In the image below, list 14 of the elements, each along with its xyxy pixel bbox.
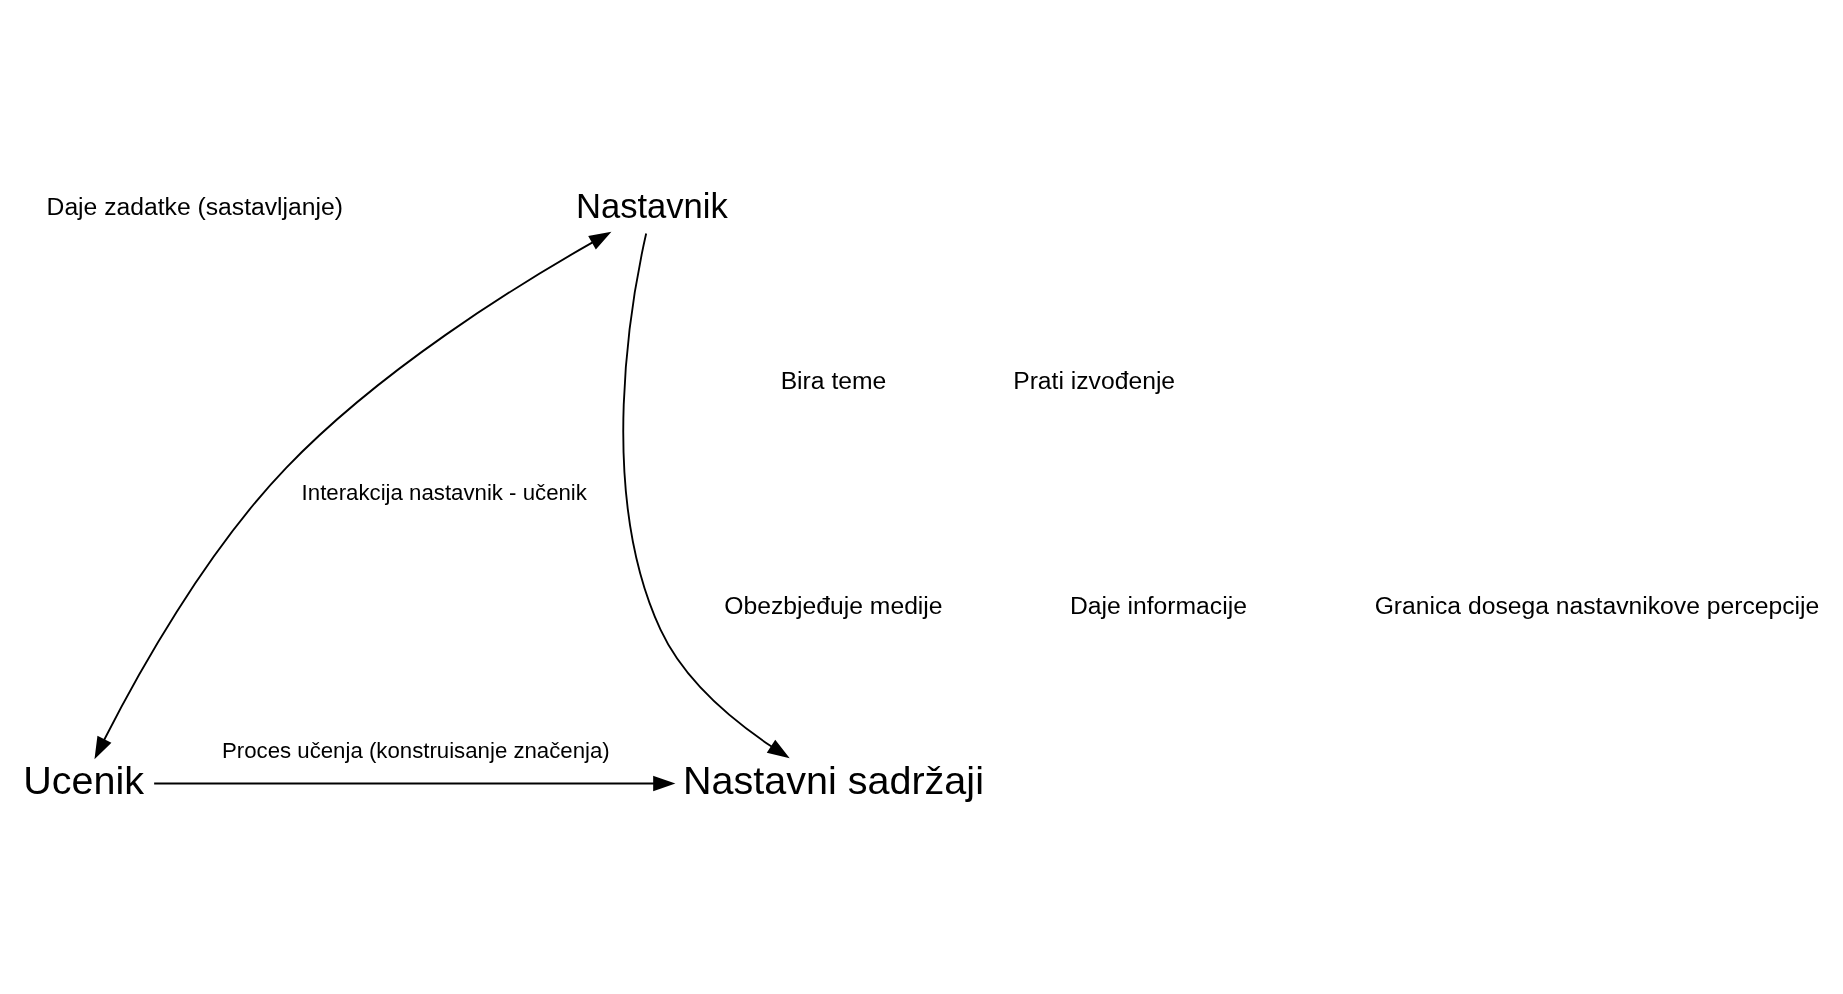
label: Daje informacije xyxy=(1069,591,1247,619)
node-text: Nastavni sadržaji xyxy=(683,757,984,801)
label: Daje zadatke (sastavljanje) xyxy=(46,192,343,220)
label: Bira teme xyxy=(780,366,887,394)
arrow xyxy=(94,231,612,759)
label: Obezbjeđuje medije xyxy=(724,591,943,619)
label: Granica dosega nastavnikove percepcije xyxy=(1374,591,1820,619)
arrow xyxy=(622,232,790,758)
edge-label: Proces učenja (konstruisanje značenja) xyxy=(221,737,610,763)
node-text: Nastavnik xyxy=(575,186,728,225)
edge-label: Interakcija nastavnik - učenik xyxy=(301,479,587,505)
label: Prati izvođenje xyxy=(1013,366,1176,394)
arrow xyxy=(153,775,676,791)
node-text: Ucenik xyxy=(23,757,144,801)
